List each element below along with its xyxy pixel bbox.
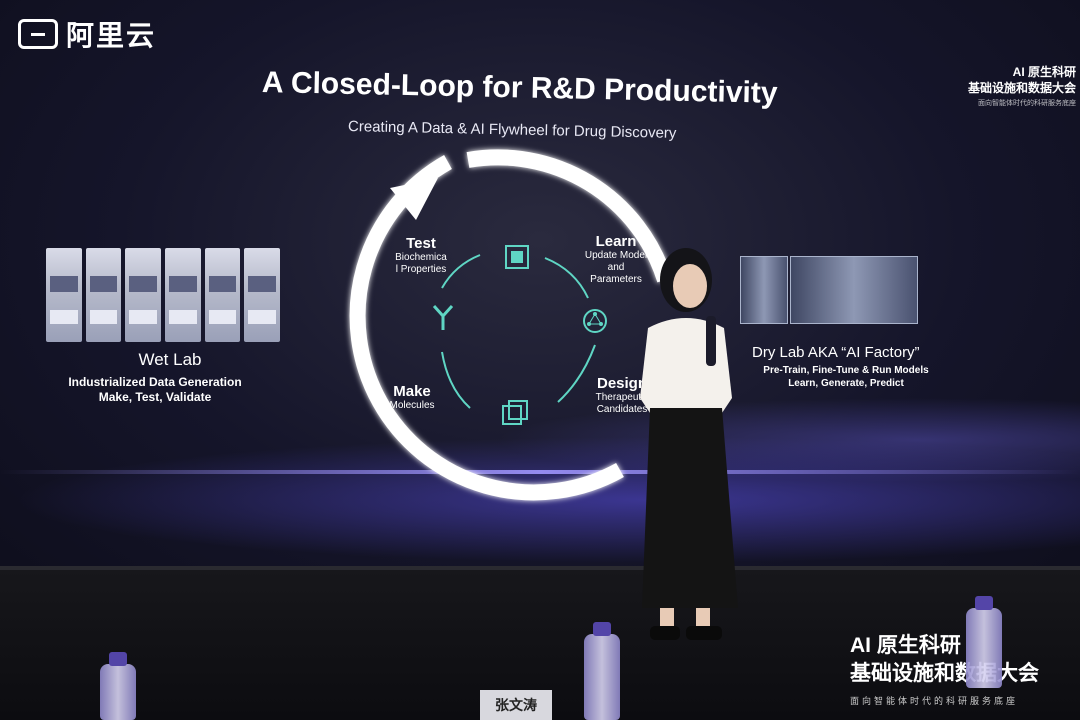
design-line1: Therapeutic [595, 392, 649, 403]
wave-highlight [0, 470, 1080, 474]
learn-line2: and [607, 262, 625, 273]
inner-arrow-design-icon [557, 344, 596, 403]
closed-loop-circle [349, 149, 673, 501]
presenter-figure [640, 248, 738, 640]
wet-lab-line1: Industrialized Data Generation [68, 375, 242, 389]
antibody-icon [432, 304, 454, 330]
design-heading: Design [596, 375, 647, 392]
server-rack [740, 256, 788, 324]
wet-lab-unit [125, 248, 162, 342]
event-title-line2: 基础设施和数据大会 [850, 662, 1039, 685]
make-line1: Molecules [389, 400, 435, 411]
inner-arrow-learn-icon [544, 257, 589, 299]
water-bottle [584, 622, 620, 720]
make-heading: Make [393, 383, 431, 400]
neural-network-icon [583, 309, 607, 333]
design-line2: Candidates [596, 404, 648, 415]
water-bottle [100, 652, 136, 720]
wet-lab-unit [85, 248, 122, 342]
dry-lab-line2: Learn, Generate, Predict [788, 378, 904, 389]
loop-arc-top [466, 149, 673, 283]
cycle-node-test: Test Biochemica l Properties [390, 235, 452, 276]
water-bottle [966, 596, 1002, 688]
dry-lab-line1: Pre-Train, Fine-Tune & Run Models [763, 365, 929, 376]
wet-lab-unit [204, 248, 241, 342]
candidates-icon [502, 400, 528, 425]
learn-heading: Learn [595, 233, 637, 250]
test-line1: Biochemica [395, 252, 447, 263]
test-line2: l Properties [395, 264, 447, 275]
logo-text: 阿里云 [66, 20, 157, 51]
dry-lab-description: Pre-Train, Fine-Tune & Run Models Learn,… [756, 364, 936, 390]
dry-lab-server-racks [740, 256, 920, 324]
event-subtitle: 面向智能体时代的科研服务底座 [850, 696, 1019, 706]
wet-lab-title: Wet Lab [138, 350, 202, 369]
learn-line3: Parameters [590, 274, 642, 285]
inner-arrow-test-icon [441, 254, 481, 289]
wet-lab-machines [46, 248, 281, 342]
cycle-node-make: Make Molecules [384, 383, 440, 412]
corner-title-line3: 面向智能体时代的科研服务底座 [978, 100, 1076, 107]
wet-lab-line2: Make, Test, Validate [98, 390, 212, 404]
corner-title-line2: 基础设施和数据大会 [967, 81, 1076, 95]
test-heading: Test [406, 235, 436, 252]
server-rack [790, 256, 918, 324]
inner-arrow-make-icon [441, 351, 471, 409]
event-title-line1: AI 原生科研 [850, 634, 961, 657]
slide-corner-title: AI 原生科研 基础设施和数据大会 面向智能体时代的科研服务底座 [968, 64, 1076, 112]
alibaba-cloud-logo: 阿里云 [18, 14, 156, 54]
dry-lab-title: Dry Lab AKA “AI Factory” [752, 344, 920, 361]
logo-mark-icon [18, 19, 58, 49]
wet-lab-unit [244, 248, 281, 342]
name-plate: 张文涛 [480, 690, 552, 720]
cycle-node-design: Design Therapeutic Candidates [590, 375, 654, 416]
wet-lab-unit [165, 248, 201, 342]
wet-lab-unit [46, 248, 82, 342]
corner-title-line1: AI 原生科研 [1012, 65, 1076, 79]
learn-line1: Update Model [584, 250, 648, 261]
loop-arrowhead-icon [390, 178, 438, 220]
loop-arc-left [349, 155, 624, 501]
event-title: AI 原生科研 基础设施和数据大会 [850, 632, 1039, 688]
wet-lab-description: Industrialized Data Generation Make, Tes… [40, 375, 270, 405]
cycle-node-learn: Learn Update Model and Parameters [580, 233, 652, 286]
chip-icon [505, 245, 529, 269]
